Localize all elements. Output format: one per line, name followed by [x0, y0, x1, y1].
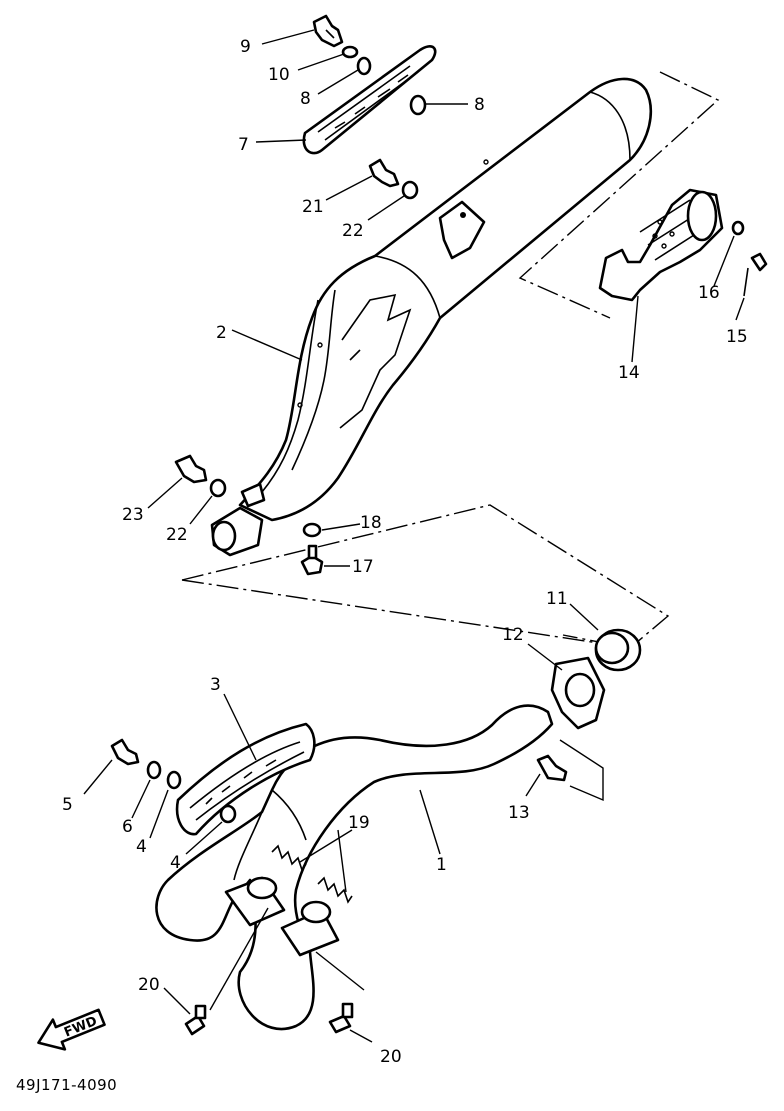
spring-19a	[271, 844, 307, 872]
silencer-core-14	[598, 188, 724, 302]
leader-lines	[83, 29, 745, 1043]
callout-21: 21	[302, 197, 324, 217]
diagram-code: 49J171-4090	[16, 1076, 117, 1094]
grommet-8-upper	[356, 56, 372, 76]
callout-19: 19	[348, 813, 370, 833]
bolt-21	[368, 158, 400, 188]
pipe-joint-box	[559, 739, 604, 802]
callout-3: 3	[210, 675, 221, 695]
spring-19b	[317, 876, 353, 904]
bolt-20-right	[328, 1002, 354, 1034]
callout-2: 2	[216, 323, 227, 343]
callout-23: 23	[122, 505, 144, 525]
callout-8-right: 8	[474, 95, 485, 115]
upper-heat-protector	[302, 45, 437, 155]
callout-9: 9	[240, 37, 251, 57]
bolt-23	[174, 454, 208, 484]
bolt-5	[110, 738, 140, 766]
grommet-8-right	[409, 94, 427, 116]
callout-7: 7	[238, 135, 249, 155]
callout-22-upper: 22	[342, 221, 364, 241]
callout-15: 15	[726, 327, 748, 347]
callout-16: 16	[698, 283, 720, 303]
washer-16	[731, 220, 745, 236]
callout-10: 10	[268, 65, 290, 85]
callout-14: 14	[618, 363, 640, 383]
bolt-17	[300, 544, 324, 576]
bolt-9	[312, 14, 344, 48]
callout-11: 11	[546, 589, 568, 609]
callout-12: 12	[502, 625, 524, 645]
nut-6	[146, 760, 162, 780]
bolt-20-left	[184, 1004, 207, 1036]
callout-4-left: 4	[136, 837, 147, 857]
callout-18: 18	[360, 513, 382, 533]
muffler-body	[210, 77, 653, 557]
callout-20-left: 20	[138, 975, 160, 995]
forward-arrow-icon: FWD	[37, 1008, 106, 1051]
callout-22-lower: 22	[166, 525, 188, 545]
washer-22-lower	[209, 478, 227, 498]
callout-1: 1	[436, 855, 447, 875]
callout-8-upper: 8	[300, 89, 311, 109]
callout-4-lower: 4	[170, 853, 181, 873]
washer-22-upper	[401, 180, 419, 200]
gasket-11	[594, 628, 642, 672]
callout-17: 17	[352, 557, 374, 577]
grommet-4a	[166, 770, 182, 790]
clamp-12	[550, 656, 606, 730]
callout-20-right: 20	[380, 1047, 402, 1067]
callout-5: 5	[62, 795, 73, 815]
callout-labels: 9 10 8 8 7 21 22 2 16 15 14 23 22 18 17 …	[62, 37, 748, 1067]
grommet-4b	[219, 804, 237, 824]
bolt-13	[536, 754, 568, 782]
muffler-group-box	[518, 71, 720, 319]
callout-6: 6	[122, 817, 133, 837]
washer-10	[341, 45, 359, 59]
washer-18	[302, 522, 322, 538]
exhaust-pipe	[155, 704, 554, 1031]
lower-heat-protector	[175, 722, 316, 836]
callout-13: 13	[508, 803, 530, 823]
bolt-15	[743, 252, 768, 297]
